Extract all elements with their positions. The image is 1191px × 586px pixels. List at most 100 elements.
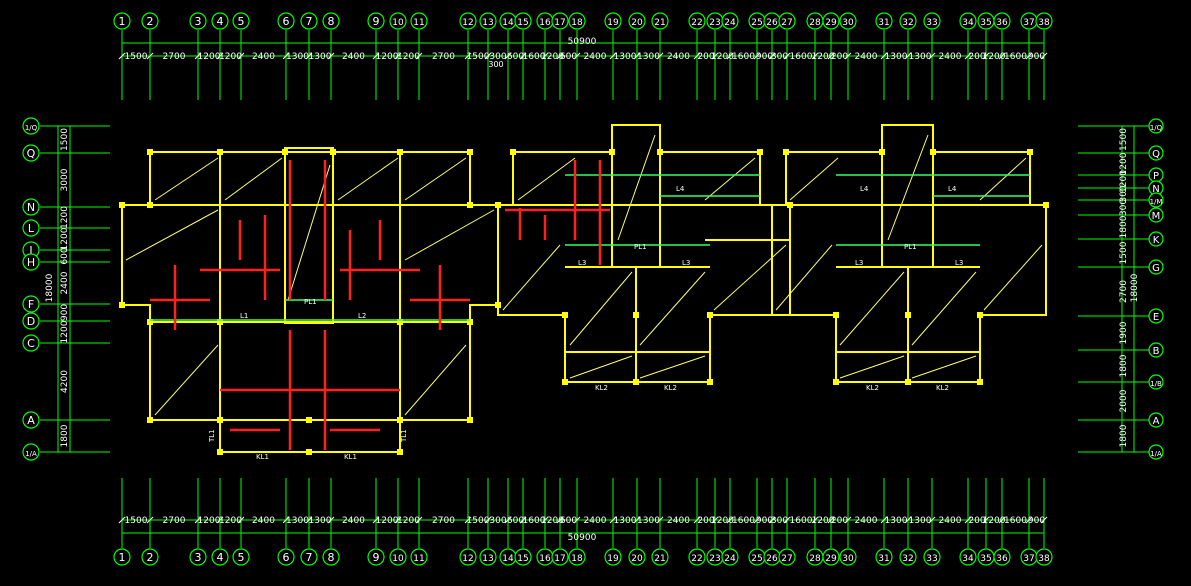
segment-dimension-top: 1200	[812, 52, 835, 62]
segment-dimension-top: 1600	[732, 52, 755, 62]
axis-bubble	[1148, 207, 1164, 223]
axis-label-left: 1/Q	[25, 124, 38, 132]
segment-dimension-bottom: 1300	[286, 516, 309, 526]
axis-bubble	[839, 12, 857, 30]
axis-label-bottom: 27	[781, 554, 792, 564]
dimension-tick	[556, 516, 564, 524]
dimension-tick	[519, 52, 527, 60]
axis-label-bottom: 32	[902, 554, 913, 564]
dimension-tick	[609, 52, 617, 60]
axis-label-top: 26	[766, 18, 778, 28]
segment-dimension-right: 1900	[1119, 321, 1129, 344]
dimension-tick	[633, 52, 641, 60]
segment-dimension-bottom: 1300	[885, 516, 908, 526]
axis-bubble	[875, 12, 893, 30]
axis-label-top: 30	[842, 18, 854, 28]
segment-dimension-left: 3000	[60, 168, 70, 191]
segment-dimension-top: 1500	[125, 52, 148, 62]
dimension-tick	[783, 516, 791, 524]
axis-label-right: N	[1152, 184, 1159, 195]
axis-bubble	[22, 334, 40, 352]
dimension-tick	[573, 52, 581, 60]
axis-label-right: P	[1153, 171, 1159, 182]
dimension-tick	[827, 516, 835, 524]
axis-bubble	[459, 12, 477, 30]
dimension-tick	[904, 52, 912, 60]
axis-label-bottom: 24	[724, 554, 736, 564]
beam-label-l3: L3	[955, 259, 963, 267]
axis-label-top: 9	[373, 15, 380, 28]
axis-label-bottom: 25	[751, 554, 762, 564]
beam-label-l4: L4	[860, 185, 869, 193]
axis-bubble	[22, 198, 40, 216]
axis-label-bottom: 19	[607, 554, 619, 564]
dimension-tick	[827, 52, 835, 60]
axis-label-right: Q	[1152, 149, 1160, 160]
beam-label-l3: L3	[855, 259, 863, 267]
axis-bubble	[688, 12, 706, 30]
dimension-tick	[464, 516, 472, 524]
segment-dimension-top: 1300	[614, 52, 637, 62]
segment-dimension-top: 300	[771, 52, 788, 62]
stair-diagonal	[617, 134, 656, 241]
cantilever-label: KL2	[595, 384, 608, 392]
cantilever-label: KL2	[664, 384, 677, 392]
dimension-tick	[982, 516, 990, 524]
axis-bubble	[514, 12, 532, 30]
beam-label-l1: L1	[240, 312, 248, 320]
segment-dimension-bottom: 200	[968, 516, 985, 526]
segment-dimension-bottom: 1200	[541, 516, 564, 526]
axis-bubble	[410, 548, 428, 566]
beam-label-l4: L4	[676, 185, 685, 193]
axis-bubble	[514, 548, 532, 566]
segment-dimension-right: 1800	[1119, 215, 1129, 238]
dimension-tick	[1040, 516, 1048, 524]
axis-label-bottom: 6	[283, 551, 290, 564]
segment-dimension-bottom: 2700	[163, 516, 186, 526]
axis-label-left: C	[27, 337, 35, 350]
axis-label-bottom: 15	[517, 554, 528, 564]
dimension-tick	[216, 516, 224, 524]
axis-label-bottom: 26	[766, 554, 778, 564]
axis-label-left: H	[27, 256, 35, 269]
axis-bubble	[459, 548, 477, 566]
middle-building-slabs	[502, 134, 787, 379]
axis-bubble	[389, 12, 407, 30]
dimension-tick	[811, 516, 819, 524]
dimension-tick	[753, 516, 761, 524]
axis-label-bottom: 3	[195, 551, 202, 564]
axis-label-top: 37	[1023, 18, 1034, 28]
dimension-tick	[305, 516, 313, 524]
dimension-tick	[504, 52, 512, 60]
slab-diagonal	[404, 209, 495, 261]
beam-label-l4: L4	[948, 185, 957, 193]
dimension-tick	[464, 52, 472, 60]
landing-label: PL1	[304, 298, 317, 306]
dimension-tick	[118, 52, 126, 60]
axis-bubble	[410, 12, 428, 30]
axis-label-top: 31	[878, 18, 889, 28]
axis-bubble	[822, 548, 840, 566]
dimension-tick	[964, 516, 972, 524]
axis-label-top: 16	[539, 18, 551, 28]
axis-bubble	[277, 12, 295, 30]
axis-bubble	[300, 548, 318, 566]
axis-label-top: 7	[306, 15, 313, 28]
dimension-tick	[394, 516, 402, 524]
dimension-tick	[928, 516, 936, 524]
axis-bubble	[1148, 374, 1164, 390]
axis-bubble	[822, 12, 840, 30]
axis-label-bottom: 23	[709, 554, 720, 564]
segment-dimension-bottom: 1600	[732, 516, 755, 526]
dimension-tick	[904, 516, 912, 524]
dimension-tick	[998, 516, 1006, 524]
segment-dimension-bottom: 1200	[376, 516, 399, 526]
axis-label-top: 23	[709, 18, 720, 28]
axis-bubble	[959, 12, 977, 30]
segment-dimension-bottom: 900	[756, 516, 773, 526]
segment-dimension-left: 4200	[60, 370, 70, 393]
axis-bubble	[1148, 412, 1164, 428]
axis-bubble	[875, 548, 893, 566]
left-building-slabs	[125, 157, 495, 416]
